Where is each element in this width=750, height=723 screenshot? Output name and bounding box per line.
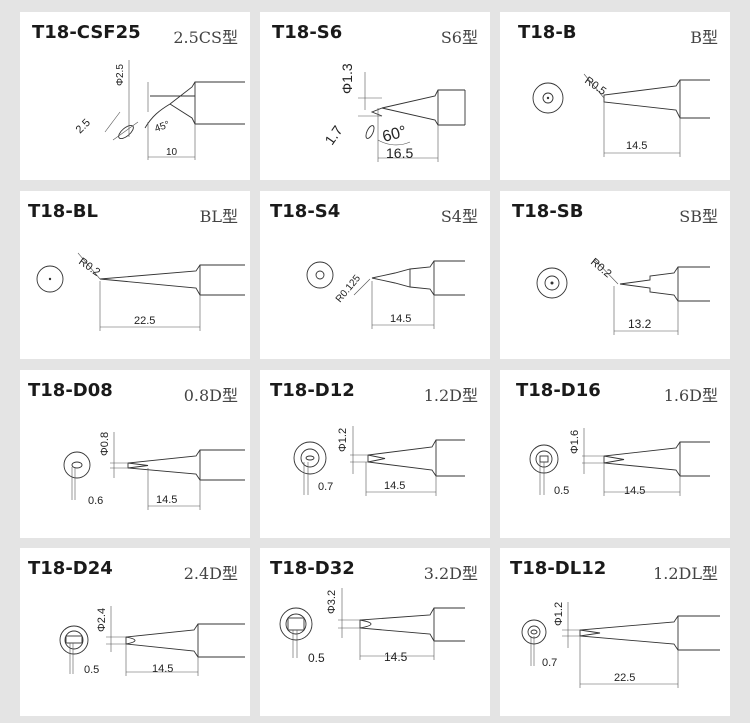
tip-model: T18-D32 (270, 558, 355, 579)
dim-thickness: 0.7 (542, 657, 557, 669)
tip-card-t18-b: T18-B B型 R0.5 14.5 (500, 12, 730, 180)
tip-model: T18-D16 (516, 380, 601, 401)
dim-length: 22.5 (614, 672, 635, 684)
dim-length: 16.5 (386, 145, 413, 161)
dim-angle: 60° (381, 123, 409, 146)
tip-card-t18-dl12: T18-DL12 1.2DL型 Φ1.2 0.7 22.5 (500, 548, 730, 716)
tip-card-t18-d16: T18-D16 1.6D型 Φ1.6 0.5 14.5 (500, 370, 730, 538)
dim-diameter: Φ3.2 (326, 590, 338, 614)
tip-card-t18-s6: T18-S6 S6型 Φ1.3 1.7 60° 16.5 (260, 12, 490, 180)
dim-diameter: Φ1.3 (339, 63, 355, 94)
tip-model: T18-BL (28, 201, 98, 222)
tip-drawing-d24: Φ2.4 0.5 14.5 (59, 606, 245, 676)
dim-radius: R0.5 (582, 75, 608, 98)
dim-radius: R0.2 (76, 256, 102, 279)
tip-card-t18-d12: T18-D12 1.2D型 Φ1.2 0.7 14.5 (260, 370, 490, 538)
tip-model: T18-D08 (28, 380, 113, 401)
tip-card-t18-d08: T18-D08 0.8D型 Φ0.8 0.6 14.5 (20, 370, 250, 538)
tip-card-t18-csf25: T18-CSF25 2.5CS型 Φ2.5 2.5 45° 10 (20, 12, 250, 180)
tip-type: 1.2D型 (423, 386, 478, 405)
dim-thickness: 0.5 (308, 651, 325, 665)
tip-type: 0.8D型 (183, 386, 238, 405)
tip-card-t18-sb: T18-SB SB型 R0.2 13.2 (500, 191, 730, 359)
tip-model: T18-S6 (272, 22, 343, 43)
dim-radius: R0.2 (588, 256, 614, 280)
tip-type: 1.6D型 (663, 386, 718, 405)
dim-length: 14.5 (384, 480, 405, 492)
dim-length: 14.5 (156, 494, 177, 506)
tip-model: T18-DL12 (510, 558, 607, 579)
tip-drawing-sb: R0.2 13.2 (536, 256, 710, 335)
dim-length: 10 (166, 147, 178, 158)
tip-type: S4型 (440, 207, 478, 226)
dim-length: 14.5 (152, 663, 173, 675)
tip-model: T18-D12 (270, 380, 355, 401)
dim-angle: 45° (153, 119, 171, 135)
tip-type: S6型 (440, 28, 478, 47)
dim-thickness: 0.5 (554, 485, 569, 497)
tip-model: T18-CSF25 (32, 22, 141, 43)
dim-diameter: Φ1.2 (553, 602, 565, 626)
dim-diameter: Φ1.6 (569, 430, 581, 454)
dim-length: 14.5 (384, 650, 408, 664)
tip-drawing-s4: R0.125 14.5 (306, 260, 465, 329)
tip-drawing-dl12: Φ1.2 0.7 22.5 (521, 602, 720, 688)
dim-length: 14.5 (624, 485, 645, 497)
tip-model: T18-B (518, 22, 577, 43)
dim-diameter: Φ0.8 (99, 432, 111, 456)
dim-length: 22.5 (134, 315, 155, 327)
tip-model: T18-SB (512, 201, 584, 222)
tip-type: BL型 (199, 207, 238, 226)
dim-length: 14.5 (626, 140, 647, 152)
dim-thickness: 0.5 (84, 664, 99, 676)
dim-radius: R0.125 (334, 273, 363, 305)
dim-diameter: Φ2.5 (115, 64, 126, 86)
tip-type: B型 (690, 28, 718, 47)
tip-drawing-d32: Φ3.2 0.5 14.5 (279, 588, 465, 665)
tip-card-t18-bl: T18-BL BL型 R0.2 22.5 (20, 191, 250, 359)
tip-type: 2.4D型 (183, 564, 238, 583)
tip-type: SB型 (679, 207, 718, 226)
tip-type: 3.2D型 (423, 564, 478, 583)
tip-type: 2.5CS型 (173, 28, 238, 47)
tip-card-t18-s4: T18-S4 S4型 R0.125 14.5 (260, 191, 490, 359)
dim-width: 2.5 (74, 117, 93, 136)
dim-diameter: Φ2.4 (96, 608, 108, 632)
dim-thickness: 0.6 (88, 495, 103, 507)
dim-width: 1.7 (321, 122, 345, 147)
tip-model: T18-D24 (28, 558, 113, 579)
tip-drawing-bl: R0.2 22.5 (36, 252, 245, 331)
dim-length: 13.2 (628, 317, 652, 331)
tip-card-t18-d32: T18-D32 3.2D型 Φ3.2 0.5 14.5 (260, 548, 490, 716)
tip-type: 1.2DL型 (653, 564, 718, 583)
tip-drawing-d08: Φ0.8 0.6 14.5 (63, 432, 245, 510)
tip-drawing-d12: Φ1.2 0.7 14.5 (293, 426, 465, 496)
tip-drawing-csf25: Φ2.5 2.5 45° 10 (74, 60, 245, 160)
dim-length: 14.5 (390, 313, 411, 325)
tip-model: T18-S4 (270, 201, 341, 222)
tip-drawing-s6: Φ1.3 1.7 60° 16.5 (321, 63, 466, 162)
tip-drawing-b: R0.5 14.5 (532, 73, 710, 157)
dim-thickness: 0.7 (318, 481, 333, 493)
tip-drawing-d16: Φ1.6 0.5 14.5 (529, 428, 710, 497)
dim-diameter: Φ1.2 (337, 428, 349, 452)
tip-card-t18-d24: T18-D24 2.4D型 Φ2.4 0.5 14.5 (20, 548, 250, 716)
